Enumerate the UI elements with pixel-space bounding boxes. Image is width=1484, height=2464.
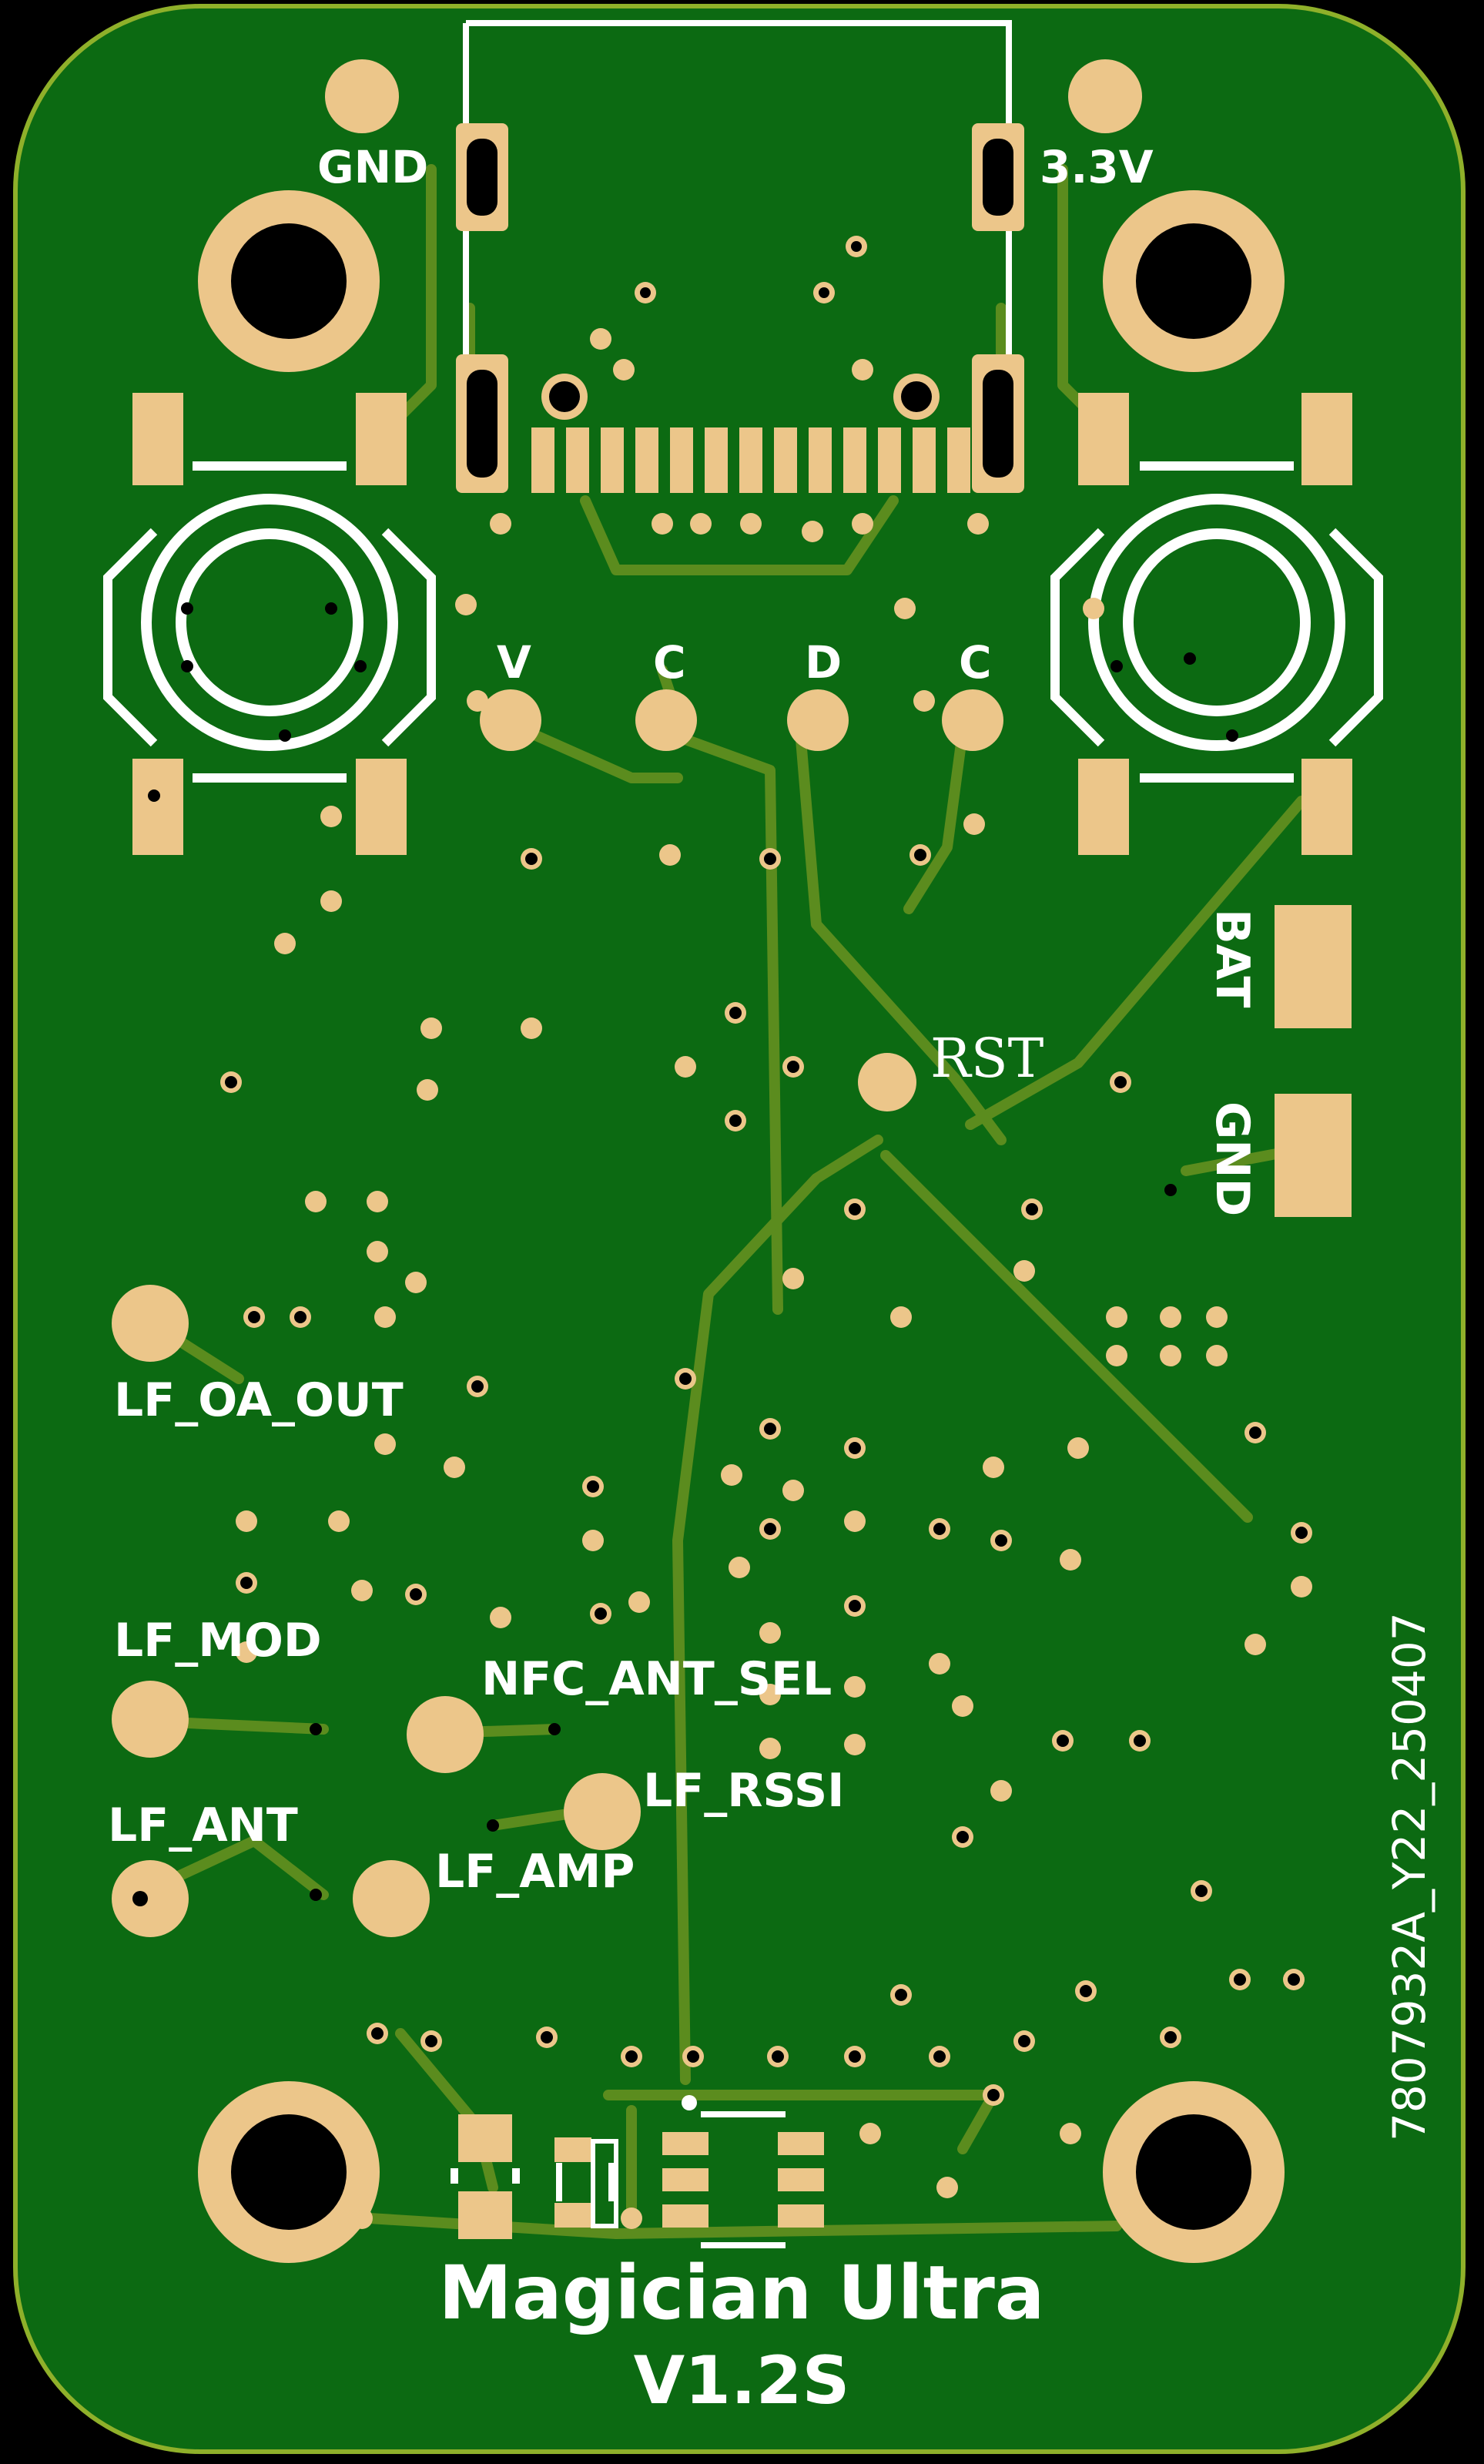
label-lf-ant: LF_ANT: [108, 1799, 298, 1852]
label-usb-d: D: [805, 636, 842, 689]
board-outline: [13, 4, 1466, 2454]
lf-ant-pad: [112, 1860, 189, 1937]
label-lf-oa-out: LF_OA_OUT: [114, 1373, 404, 1427]
usb-v-pad: [480, 689, 541, 751]
board-id: 7807932A_Y22_250407: [1383, 1612, 1435, 2141]
usb-c-connector-icon: [456, 20, 1024, 493]
label-lf-amp: LF_AMP: [435, 1845, 635, 1899]
mounting-hole-icon: [198, 190, 1285, 2263]
vias: [220, 236, 1312, 2229]
label-lf-rssi: LF_RSSI: [643, 1764, 844, 1818]
label-usb-c1: C: [653, 636, 686, 689]
board-version: V1.2S: [634, 2342, 850, 2419]
usb-c1-pad: [635, 689, 697, 751]
label-usb-v: V: [497, 636, 531, 689]
via-drills: [148, 241, 1308, 2101]
bottom-components: [451, 2095, 824, 2248]
label-rst: RST: [930, 1027, 1043, 1090]
label-bat: BAT: [1205, 909, 1259, 1008]
label-lf-mod: LF_MOD: [114, 1614, 322, 1668]
lf-oa-out-pad: [112, 1285, 189, 1362]
tactile-switch-icon: [103, 393, 436, 855]
bat-pad: [1275, 905, 1352, 1028]
label-usb-c2: C: [959, 636, 992, 689]
rst-pad: [858, 1053, 916, 1111]
usb-c2-pad: [942, 689, 1003, 751]
gnd-side-pad: [1275, 1094, 1352, 1217]
tactile-switch-icon: [1050, 393, 1383, 855]
board-title: Magician Ultra: [438, 2250, 1044, 2336]
v33-pad: [1068, 59, 1142, 133]
usb-d-pad: [787, 689, 849, 751]
lf-mod-pad: [112, 1681, 189, 1758]
label-nfc-ant-sel: NFC_ANT_SEL: [481, 1652, 832, 1706]
gnd-pad: [325, 59, 399, 133]
label-gnd-side: GND: [1205, 1101, 1259, 1216]
label-gnd-top: GND: [317, 141, 428, 193]
nfc-ant-sel-pad: [407, 1696, 484, 1773]
lf-rssi-pad: [564, 1773, 641, 1850]
label-3v3: 3.3V: [1040, 141, 1154, 193]
lf-amp-pad: [353, 1860, 430, 1937]
